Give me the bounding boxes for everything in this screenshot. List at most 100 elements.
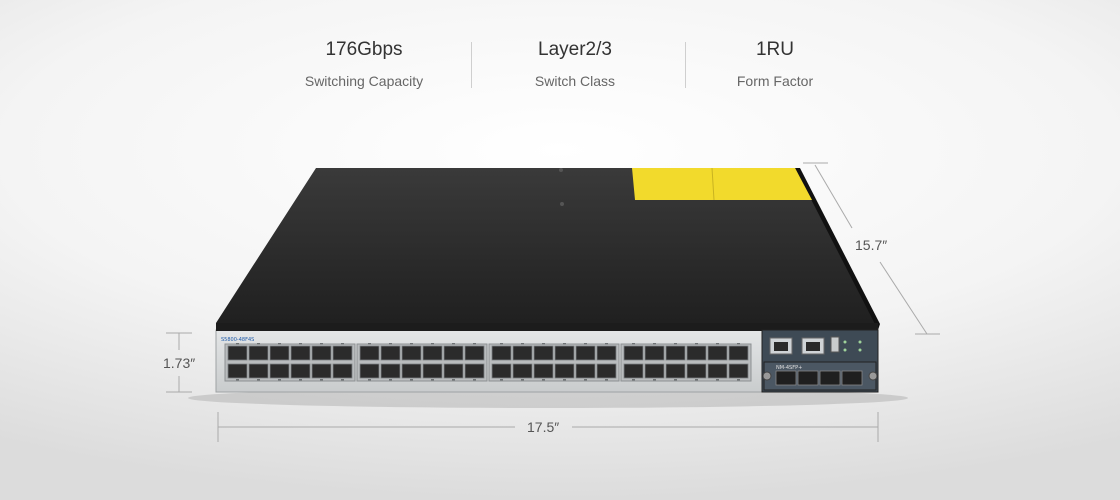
mgmt-port-hole [806, 342, 820, 351]
console-port-hole [774, 342, 788, 351]
sfp-port[interactable] [269, 363, 290, 379]
sfp-port[interactable] [290, 363, 311, 379]
port-led [563, 343, 566, 345]
sfp-port[interactable] [401, 363, 422, 379]
sfp-port[interactable] [665, 363, 686, 379]
port-led [452, 379, 455, 381]
device-shadow [188, 388, 908, 408]
sfp-port[interactable] [533, 363, 554, 379]
usb-port[interactable] [830, 336, 840, 353]
sfp-plus-port[interactable] [775, 370, 797, 386]
sfp-port[interactable] [227, 363, 248, 379]
port-led [278, 343, 281, 345]
sfp-port[interactable] [623, 363, 644, 379]
status-led [858, 348, 862, 352]
sfp-port[interactable] [359, 345, 380, 361]
sfp-plus-port[interactable] [797, 370, 819, 386]
port-led [431, 379, 434, 381]
thumb-screw-icon[interactable] [868, 371, 878, 381]
sfp-port[interactable] [596, 363, 617, 379]
sfp-plus-port[interactable] [819, 370, 841, 386]
port-led [368, 343, 371, 345]
spec-label: Form Factor [736, 73, 814, 89]
sfp-port[interactable] [491, 363, 512, 379]
port-led [278, 379, 281, 381]
sfp-port[interactable] [380, 345, 401, 361]
sfp-plus-ports [775, 370, 863, 386]
port-led [563, 379, 566, 381]
thumb-screw-icon[interactable] [762, 371, 772, 381]
port-led [320, 379, 323, 381]
height-label: 1.73″ [163, 355, 196, 371]
port-led [431, 343, 434, 345]
sfp-port[interactable] [512, 345, 533, 361]
port-led [389, 379, 392, 381]
spec-label: Switch Class [534, 73, 616, 89]
sfp-port[interactable] [686, 363, 707, 379]
sfp-port[interactable] [554, 345, 575, 361]
port-led [410, 379, 413, 381]
front-panel-lip [216, 323, 878, 331]
sfp-port[interactable] [512, 363, 533, 379]
sfp-port[interactable] [686, 345, 707, 361]
port-led [542, 379, 545, 381]
sfp-port-groups [224, 343, 752, 382]
sfp-port[interactable] [596, 345, 617, 361]
port-led [737, 379, 740, 381]
sfp-port[interactable] [401, 345, 422, 361]
sfp-port[interactable] [422, 363, 443, 379]
sfp-port[interactable] [533, 345, 554, 361]
sfp-port[interactable] [290, 345, 311, 361]
port-led [257, 343, 260, 345]
spec-switching-capacity: 176Gbps Switching Capacity [264, 38, 464, 90]
sfp-port[interactable] [707, 345, 728, 361]
sfp-port[interactable] [248, 363, 269, 379]
sfp-port[interactable] [728, 345, 749, 361]
port-led [632, 379, 635, 381]
spec-divider [685, 42, 686, 88]
port-led [716, 343, 719, 345]
sfp-port[interactable] [464, 345, 485, 361]
sfp-port[interactable] [623, 345, 644, 361]
sfp-port[interactable] [422, 345, 443, 361]
sfp-port[interactable] [248, 345, 269, 361]
sfp-port[interactable] [554, 363, 575, 379]
sfp-port[interactable] [491, 345, 512, 361]
sfp-port[interactable] [464, 363, 485, 379]
sfp-port[interactable] [575, 363, 596, 379]
sfp-port[interactable] [644, 345, 665, 361]
height-dimension [166, 332, 192, 393]
sfp-port[interactable] [311, 363, 332, 379]
sfp-port[interactable] [269, 345, 290, 361]
port-led [653, 343, 656, 345]
port-led [605, 343, 608, 345]
port-led [716, 379, 719, 381]
module-label: NM-4SFP+ [776, 365, 802, 371]
sfp-port[interactable] [311, 345, 332, 361]
sfp-port[interactable] [380, 363, 401, 379]
sfp-port[interactable] [728, 363, 749, 379]
sfp-port[interactable] [707, 363, 728, 379]
spec-value: Layer2/3 [538, 39, 612, 60]
screw [559, 168, 563, 172]
sfp-port[interactable] [359, 363, 380, 379]
sfp-port[interactable] [575, 345, 596, 361]
port-led [737, 343, 740, 345]
port-led [341, 343, 344, 345]
status-led [843, 340, 847, 344]
sfp-port[interactable] [443, 345, 464, 361]
port-led [500, 379, 503, 381]
sfp-plus-port[interactable] [841, 370, 863, 386]
spec-divider [471, 42, 472, 88]
sfp-port[interactable] [227, 345, 248, 361]
sfp-port[interactable] [443, 363, 464, 379]
port-led [473, 379, 476, 381]
port-led [674, 343, 677, 345]
sfp-port[interactable] [665, 345, 686, 361]
port-led [584, 379, 587, 381]
port-led [341, 379, 344, 381]
sfp-port[interactable] [332, 363, 353, 379]
sfp-port[interactable] [644, 363, 665, 379]
sfp-port[interactable] [332, 345, 353, 361]
